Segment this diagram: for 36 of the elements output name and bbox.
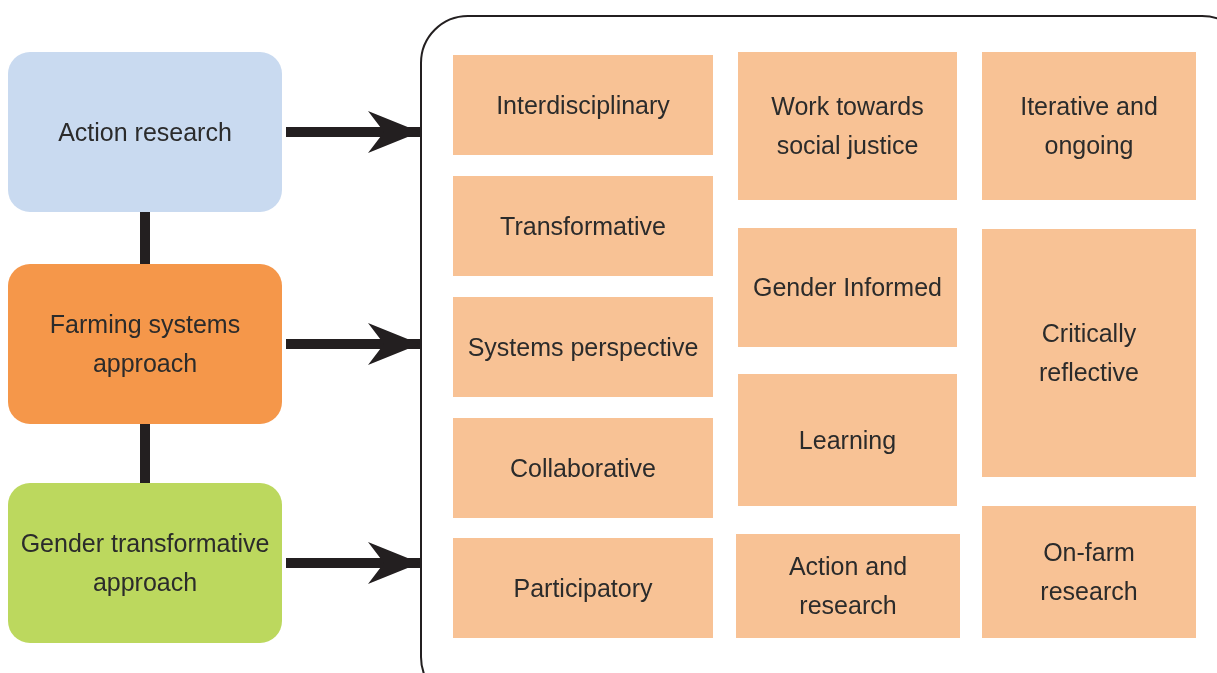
principle-box: [982, 52, 1196, 200]
approach-box: [8, 52, 282, 212]
principle-box: [738, 374, 957, 506]
node-label: Action and research: [787, 551, 909, 621]
principle-box: [738, 52, 957, 200]
connector-line: [140, 424, 150, 483]
connector-line: [140, 212, 150, 264]
node-label: Critically reflective: [1037, 318, 1140, 388]
node-label: On-farm research: [1039, 537, 1139, 607]
principle-box: [453, 176, 713, 276]
principle-box: [453, 538, 713, 638]
node-label: Farming systems approach: [48, 309, 242, 379]
node-label: Work towards social justice: [770, 91, 925, 161]
node-label: Transformative: [500, 210, 666, 242]
node-label: Systems perspective: [467, 331, 699, 363]
principle-box: [453, 55, 713, 155]
principle-box: [453, 418, 713, 518]
approach-box: [8, 264, 282, 424]
principle-box: [738, 228, 957, 347]
arrow: [286, 542, 420, 584]
principle-box: [982, 229, 1196, 477]
principle-box: [982, 506, 1196, 638]
node-label: Action research: [58, 116, 232, 148]
node-label: Iterative and ongoing: [1019, 91, 1159, 161]
principle-box: [736, 534, 960, 638]
node-label: Interdisciplinary: [496, 89, 670, 121]
arrow: [286, 323, 420, 365]
arrow: [286, 111, 420, 153]
node-label: Gender transformative approach: [20, 528, 270, 598]
container-box: [420, 15, 1217, 673]
node-label: Participatory: [513, 572, 653, 604]
node-label: Gender Informed: [753, 272, 942, 303]
principle-box: [453, 297, 713, 397]
approach-box: [8, 483, 282, 643]
node-label: Learning: [798, 424, 897, 456]
node-label: Collaborative: [510, 452, 656, 484]
